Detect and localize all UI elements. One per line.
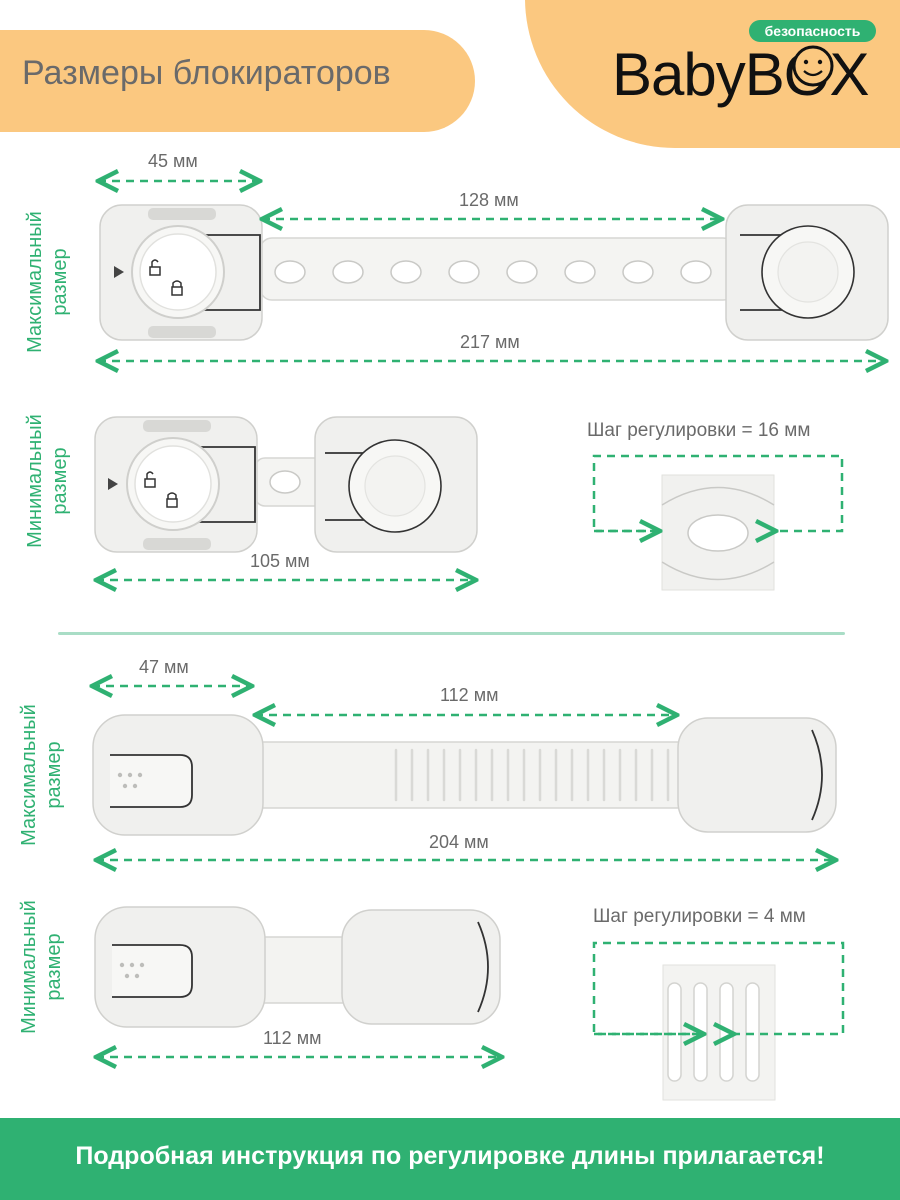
locked-padlock-icon: [171, 280, 183, 296]
lock1-max-illustration: [99, 204, 889, 341]
lock2-step-label: Шаг регулировки = 4 мм: [593, 906, 806, 927]
lock1-module-width-label: 45 мм: [148, 151, 198, 171]
footer-banner: [0, 1118, 900, 1200]
page-title: Размеры блокираторов: [22, 54, 391, 92]
unlocked-padlock-icon: [149, 259, 161, 276]
section-divider: [58, 632, 845, 635]
lock1-min-length-label: 105 мм: [250, 551, 310, 571]
brand-badge: безопасность: [749, 20, 876, 42]
arrow-pointer-icon: [108, 478, 118, 490]
unlocked-padlock-icon: [144, 471, 156, 488]
lock2-max-illustration: [92, 714, 837, 836]
arrow-pointer-icon: [114, 266, 124, 278]
smiling-baby-face-icon: [792, 45, 834, 87]
lock2-min-length-label: 112 мм: [263, 1028, 322, 1048]
lock2-module-width-label: 47 мм: [139, 657, 189, 677]
lock1-step-label: Шаг регулировки = 16 мм: [587, 420, 811, 441]
lock1-strap-travel-label: 128 мм: [459, 190, 519, 210]
lock2-min-illustration: [94, 906, 501, 1028]
lock2-max-length-label: 204 мм: [429, 832, 489, 852]
lock1-min-illustration: [94, 416, 478, 553]
title-banner: [0, 30, 475, 132]
lock2-strap-travel-label: 112 мм: [440, 685, 499, 705]
lock2-step-detail: [662, 964, 776, 1101]
locked-padlock-icon: [166, 492, 178, 508]
lock1-max-length-label: 217 мм: [460, 332, 520, 352]
footer-note: Подробная инструкция по регулировке длин…: [75, 1142, 825, 1170]
lock1-step-detail: [661, 474, 775, 591]
